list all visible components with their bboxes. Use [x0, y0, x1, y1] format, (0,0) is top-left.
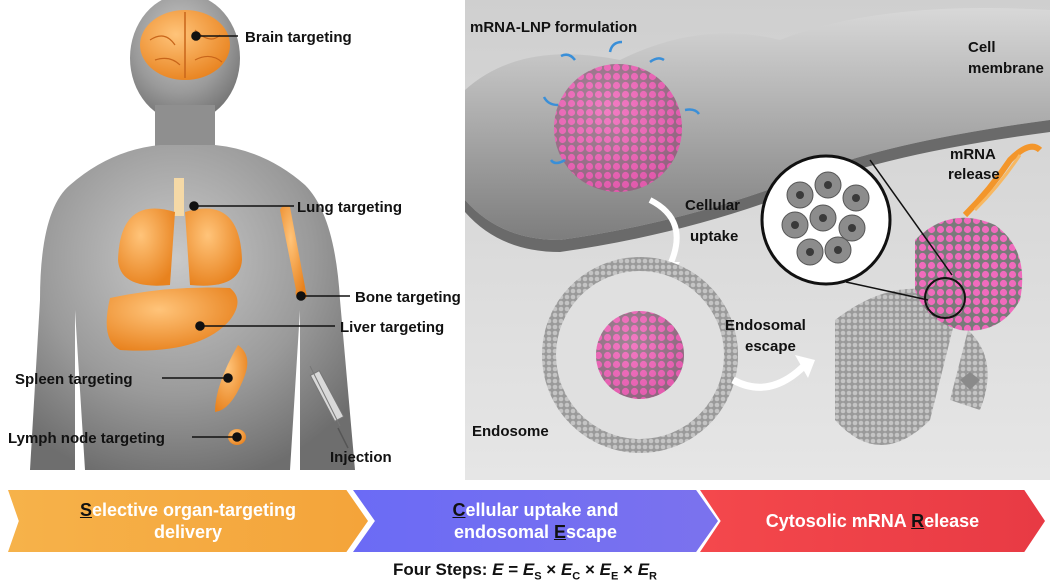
- formula-times-3: ×: [618, 560, 638, 579]
- step-2-text-line2-post: scape: [565, 522, 618, 542]
- formulation-label: mRNA-LNP formulation: [470, 19, 637, 36]
- brain-label: Brain targeting: [245, 29, 352, 46]
- uptake-label-1: Cellular: [685, 197, 740, 214]
- broken-endosome: [835, 288, 988, 445]
- formula-term-c: E: [560, 560, 573, 579]
- mrna-strand: [962, 143, 1043, 218]
- formula-term-s: E: [522, 560, 535, 579]
- disrupted-lnp: [915, 143, 1043, 331]
- step-2-second-initial: E: [553, 522, 566, 542]
- membrane-label-1: Cell: [968, 39, 996, 56]
- step-3-text-pre: Cytosolic mRNA: [765, 511, 912, 531]
- step-2-text-line2-pre: endosomal: [453, 522, 554, 542]
- lymph-node-label: Lymph node targeting: [8, 430, 165, 447]
- steps-banner: Selective organ-targeting delivery Cellu…: [0, 490, 1050, 552]
- bone-label: Bone targeting: [355, 289, 461, 306]
- uptake-label-2: uptake: [690, 228, 738, 245]
- step-1-initial: S: [79, 500, 92, 520]
- formula-sub-e: E: [610, 570, 619, 583]
- endosome-label: Endosome: [472, 423, 549, 440]
- body-panel: Brain targeting Lung targeting Bone targ…: [8, 0, 461, 470]
- uptake-arrow: [648, 197, 680, 267]
- step-1-text-line1: elective organ-targeting: [91, 500, 297, 520]
- formula-term-r: E: [637, 560, 650, 579]
- step-cytosolic-release: Cytosolic mRNA Release: [700, 490, 1045, 552]
- formula-prefix: Four Steps:: [393, 560, 493, 579]
- lung-label: Lung targeting: [297, 199, 402, 216]
- spleen-label: Spleen targeting: [15, 371, 133, 388]
- step-1-text-line2: delivery: [153, 522, 223, 542]
- endosome: [542, 257, 738, 453]
- magnified-inset: [760, 154, 966, 319]
- membrane-label-2: membrane: [968, 60, 1044, 77]
- step-uptake-escape: Cellular uptake and endosomal Escape: [353, 490, 718, 552]
- syringe-icon: [309, 365, 349, 449]
- cell-panel: mRNA-LNP formulation Cell membrane Cellu…: [465, 0, 1050, 480]
- efficiency-formula: Four Steps: E = ES × EC × EE × ER: [0, 560, 1050, 582]
- liver-label: Liver targeting: [340, 319, 444, 336]
- formula-sub-s: S: [534, 570, 542, 583]
- formula-times-2: ×: [580, 560, 600, 579]
- release-label-2: release: [948, 166, 1000, 183]
- lnp-particle: [542, 40, 701, 192]
- trachea-organ: [174, 178, 184, 216]
- right-lung-organ: [185, 208, 242, 286]
- injection-label: Injection: [330, 449, 392, 466]
- escape-arrow: [731, 362, 808, 391]
- escape-label-1: Endosomal: [725, 317, 806, 334]
- escape-label-2: escape: [745, 338, 796, 355]
- formula-term-e: E: [599, 560, 611, 579]
- step-2-text-line1: ellular uptake and: [465, 500, 619, 520]
- figure-illustration: Brain targeting Lung targeting Bone targ…: [8, 0, 1050, 480]
- formula-times-1: ×: [541, 560, 561, 579]
- left-lung-organ: [118, 208, 175, 286]
- step-2-initial: C: [452, 500, 466, 520]
- formula-sub-c: C: [572, 570, 581, 583]
- formula-sub-r: R: [649, 570, 657, 583]
- step-3-initial: R: [911, 511, 925, 531]
- liver-organ: [106, 287, 238, 351]
- formula-equals: =: [503, 560, 523, 579]
- bone-organ: [280, 205, 307, 300]
- step-selective-delivery: Selective organ-targeting delivery: [8, 490, 368, 552]
- formula-lhs: E: [492, 560, 504, 579]
- release-label-1: mRNA: [950, 146, 996, 163]
- step-3-text-post: elease: [924, 511, 980, 531]
